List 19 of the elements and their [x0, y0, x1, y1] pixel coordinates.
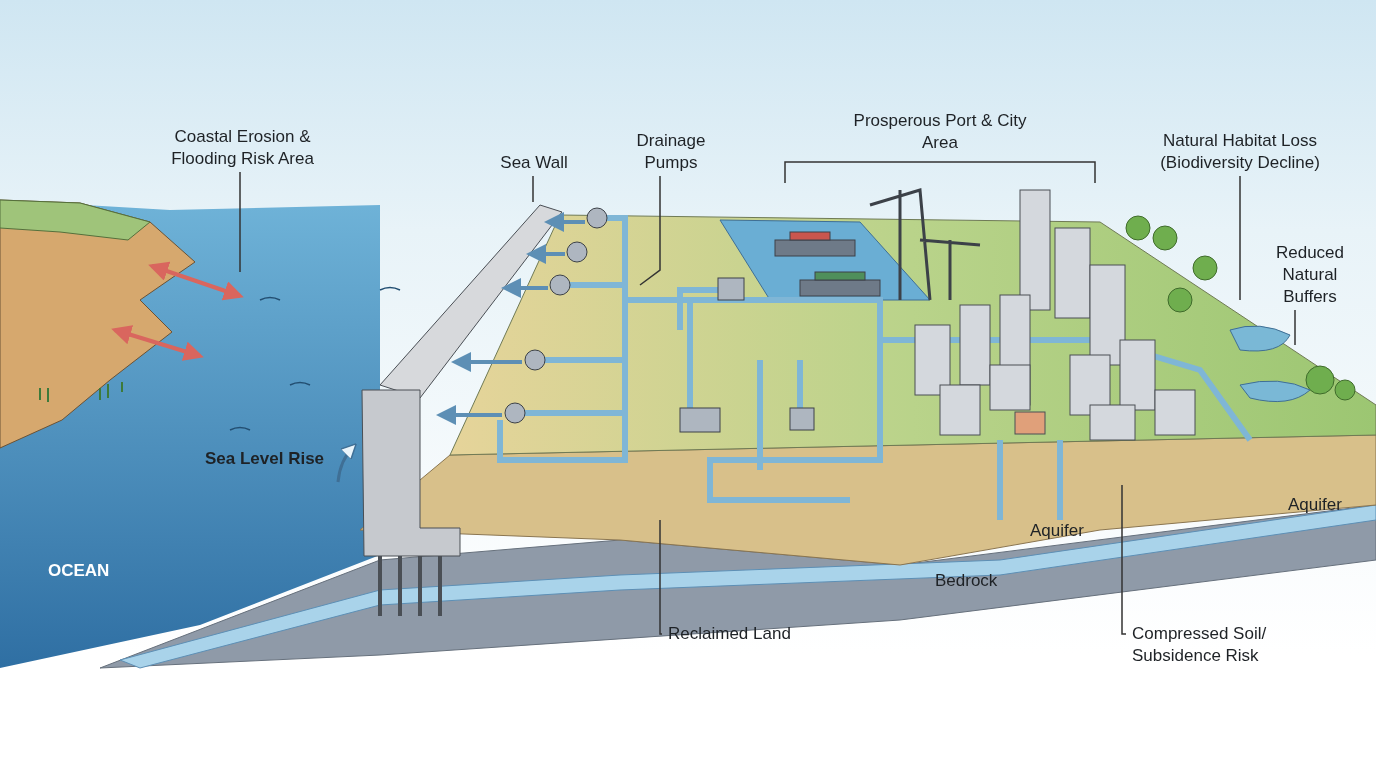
annotation-text: Aquifer	[1288, 494, 1342, 516]
annotation-text: OCEAN	[48, 560, 110, 582]
callout-label: Drainage Pumps	[625, 130, 717, 174]
leader-line	[639, 175, 661, 286]
annotation-text: Sea Level Rise	[205, 448, 325, 470]
leader-line	[659, 519, 663, 635]
callout-label: Reduced Natural Buffers	[1270, 242, 1350, 308]
leader-line	[1294, 309, 1296, 346]
leader-line	[532, 175, 534, 203]
annotation-text: Bedrock	[935, 570, 998, 592]
callout-label: Natural Habitat Loss (Biodiversity Decline)	[1140, 130, 1340, 174]
callout-label: Compressed Soil/ Subsidence Risk	[1132, 623, 1292, 667]
callout-label: Coastal Erosion & Flooding Risk Area	[160, 126, 325, 170]
leader-line	[1121, 484, 1127, 635]
callout-label: Sea Wall	[498, 152, 570, 174]
leader-line	[239, 171, 241, 273]
annotation-text: Prosperous Port & City Area	[852, 110, 1028, 154]
annotation-text: Aquifer	[1030, 520, 1084, 542]
leader-line	[1239, 175, 1241, 301]
